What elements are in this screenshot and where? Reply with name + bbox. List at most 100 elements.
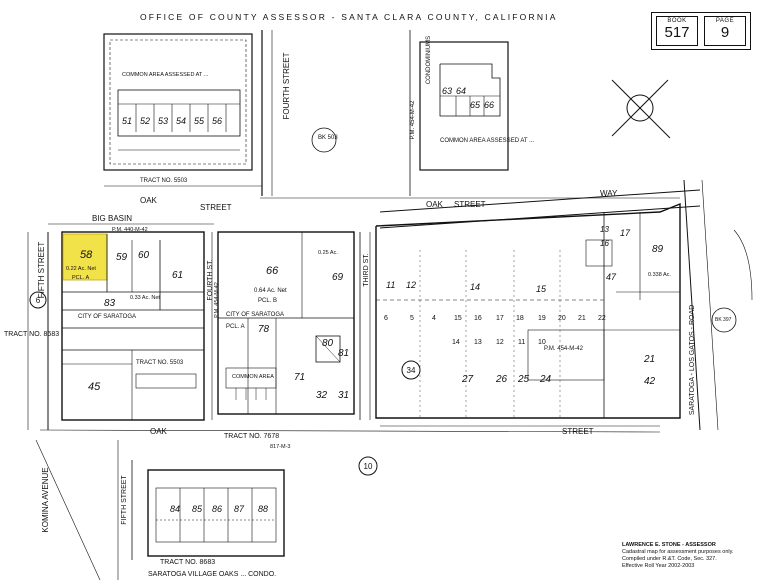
label-pm-right: P.M. 454-M-42 [544, 346, 584, 352]
parcel-69: 69 [332, 272, 344, 283]
label-acres-58: 0.22 Ac. Net [66, 266, 96, 272]
parcel-13: 13 [600, 225, 609, 234]
street-fourth-mid: FOURTH ST. [207, 259, 214, 300]
parcel-84: 84 [170, 504, 180, 514]
parcel-26: 26 [495, 374, 508, 385]
street-komina: KOMINA AVENUE [41, 467, 50, 532]
parcel-78: 78 [258, 324, 270, 335]
parcel-17: 17 [620, 228, 631, 238]
parcel-87: 87 [234, 504, 245, 514]
label-pcl-a-left: PCL. A [72, 275, 89, 281]
circle-6 [29, 291, 47, 309]
parcel-80: 80 [322, 338, 334, 349]
parcel-88: 88 [258, 504, 268, 514]
credit-line-2: Cadastral map for assessment purposes on… [622, 549, 734, 555]
circle-6-label: 6 [36, 296, 41, 305]
parcel-16: 16 [600, 239, 609, 248]
label-city-saratoga-left: CITY OF SARATOGA [78, 314, 136, 320]
parcel-59: 59 [116, 252, 128, 263]
assessor-credit: LAWRENCE E. STONE - ASSESSOR Cadastral m… [622, 542, 750, 570]
lot-6: 6 [384, 315, 388, 322]
label-pm-condo: P.M. 454-M-42 [410, 100, 416, 140]
parcel-31: 31 [338, 390, 349, 401]
label-tract-8683-bottom: TRACT NO. 8683 [160, 559, 215, 566]
parcel-55: 55 [194, 116, 205, 126]
parcel-14: 14 [470, 282, 480, 292]
street-fourth-top: FOURTH STREET [282, 52, 291, 119]
parcel-12: 12 [406, 280, 416, 290]
lot-19: 19 [538, 315, 546, 322]
bk-397-marker [711, 307, 737, 333]
parcel-86: 86 [212, 504, 222, 514]
parcel-47: 47 [606, 272, 617, 282]
credit-line-3: Compiled under R.&T. Code, Sec. 327. [622, 556, 717, 562]
parcel-25: 25 [517, 374, 530, 385]
top-left-block [103, 30, 273, 196]
label-pcl-b-mid: PCL. B [258, 298, 277, 304]
label-tract-8683-left: TRACT NO. 8683 [4, 331, 59, 338]
parcel-65: 65 [470, 100, 481, 110]
page-caption: PAGE [715, 18, 735, 24]
street-bottom: STREET [562, 427, 594, 436]
bk-503-marker [311, 127, 337, 153]
oak-street-lines [260, 189, 701, 229]
parcel-61: 61 [172, 270, 183, 281]
parcel-27: 27 [461, 374, 474, 385]
lot-16: 16 [474, 315, 482, 322]
street-oak-right-street: STREET [454, 200, 486, 209]
parcel-81: 81 [338, 348, 349, 359]
label-acres-69: 0.25 Ac. [318, 250, 338, 256]
parcel-42: 42 [644, 376, 656, 387]
parcel-66: 66 [266, 265, 279, 277]
lot-5: 5 [410, 315, 414, 322]
left-main-block [27, 223, 214, 430]
parcel-45: 45 [88, 381, 101, 393]
right-main-block [369, 179, 719, 431]
lot-17: 17 [496, 315, 504, 322]
street-big-basin: BIG BASIN [92, 214, 132, 223]
label-condominiums: CONDOMINIUMS [426, 36, 432, 84]
label-acres-66: 0.64 Ac. Net [254, 288, 287, 294]
parcel-52: 52 [140, 116, 150, 126]
parcel-32: 32 [316, 390, 328, 401]
page-cell: PAGE 9 [704, 16, 746, 46]
book-page-box: BOOK 517 PAGE 9 [651, 12, 751, 50]
lot-4: 4 [432, 315, 436, 322]
page-number: 9 [720, 24, 730, 41]
street-way: WAY [600, 189, 618, 198]
book-cell: BOOK 517 [656, 16, 698, 46]
label-pm-mid: P.M. 454-M-42 [214, 282, 220, 318]
lot-20: 20 [558, 315, 566, 322]
lot-10: 10 [538, 339, 546, 346]
label-big-basin-pm: P.M. 440-M-42 [112, 227, 148, 233]
credit-line-1: LAWRENCE E. STONE - ASSESSOR [622, 542, 716, 548]
parcel-89: 89 [652, 244, 664, 255]
parcel-15: 15 [536, 284, 547, 294]
label-bk-503: BK 503 [318, 135, 338, 141]
parcel-21: 21 [643, 354, 655, 365]
street-fifth-left: FIFTH STREET [37, 242, 46, 299]
circle-10-label: 10 [364, 462, 373, 471]
road-saratoga-los-gatos: SARATOGA - LOS GATOS - ROAD [689, 305, 696, 415]
lot-22: 22 [598, 315, 606, 322]
book-number: 517 [664, 24, 690, 41]
street-oak-right: OAK [426, 200, 444, 209]
parcel-11: 11 [386, 280, 395, 290]
middle-block [211, 231, 361, 420]
lot-11: 11 [518, 339, 525, 346]
lot-21: 21 [578, 315, 586, 322]
label-acres-89: 0.338 Ac. [648, 272, 671, 278]
bottom-block [35, 429, 661, 581]
circle-34-label: 34 [407, 366, 416, 375]
parcel-63: 63 [442, 86, 452, 96]
parcel-58: 58 [80, 249, 93, 261]
street-fifth-bottom: FIFTH STREET [121, 475, 128, 525]
curve-line [733, 229, 753, 301]
label-tract-5503-mid: TRACT NO. 5503 [136, 360, 184, 366]
circle-10 [358, 456, 378, 476]
book-caption: BOOK [667, 18, 687, 24]
parcel-51: 51 [122, 116, 132, 126]
lot-15b: 15 [454, 315, 462, 322]
street-oak-bottom: OAK [150, 427, 168, 436]
lot-18: 18 [516, 315, 524, 322]
